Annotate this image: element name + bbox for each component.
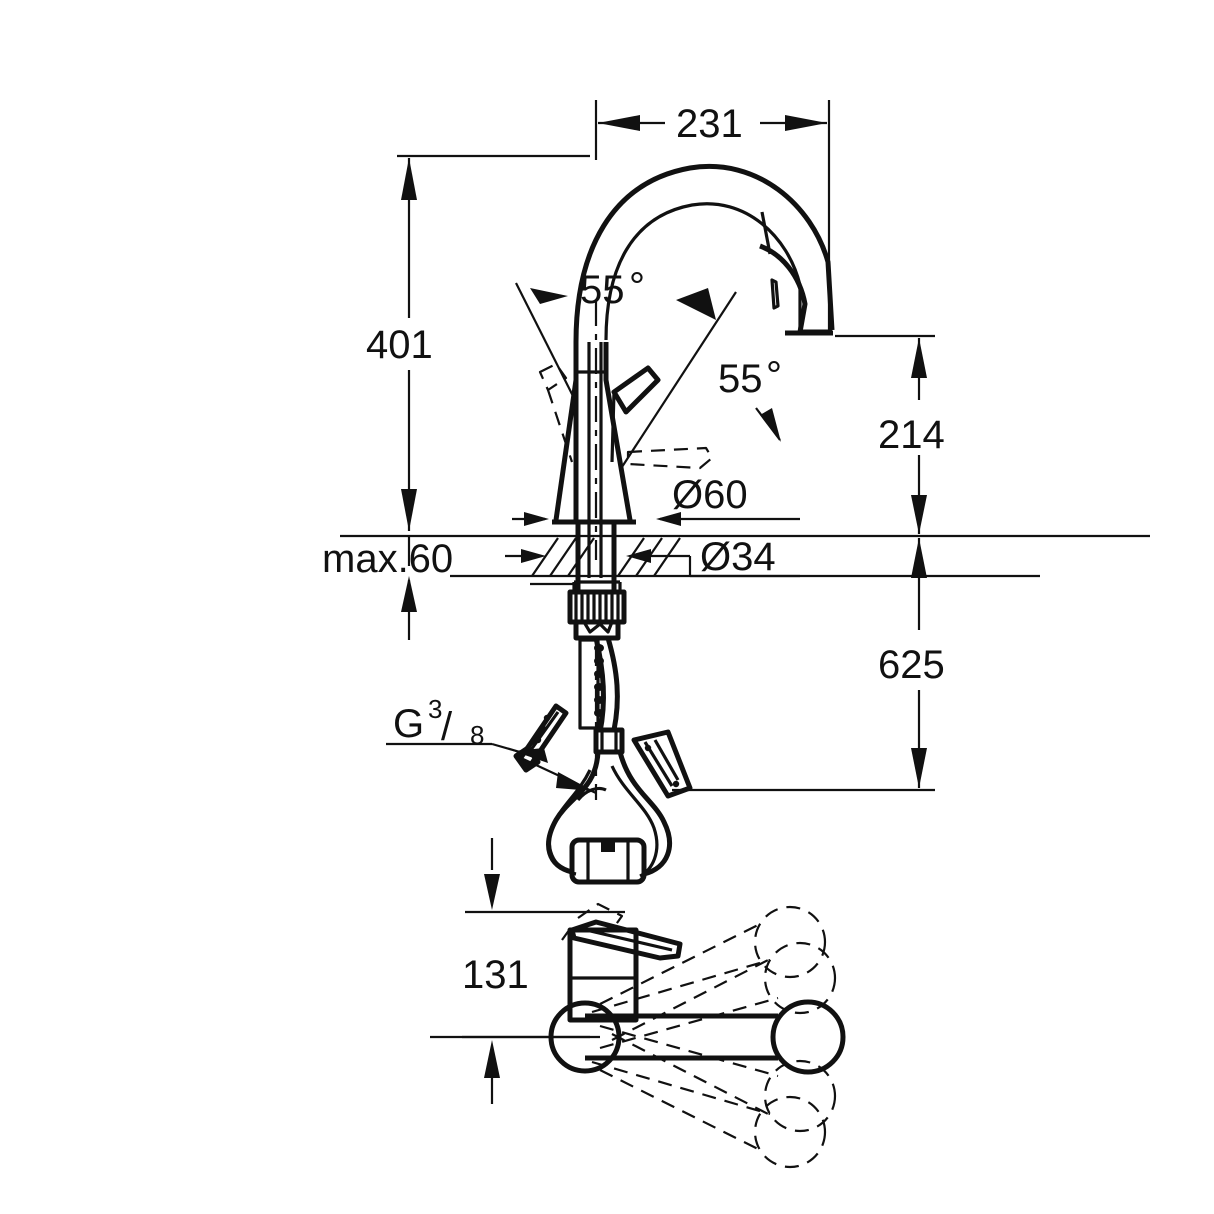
- nut-flange-detail: [582, 621, 614, 634]
- plan-lever-seam: [585, 928, 673, 952]
- hose-connector: [593, 727, 625, 755]
- dim-dia60-arrow-left: [524, 512, 549, 526]
- angle-right-leader: [619, 291, 737, 471]
- connector-hose-left: [517, 703, 569, 769]
- plan-lever-solid: [569, 919, 683, 961]
- plan-swivel-upper-max: [599, 905, 827, 1041]
- angle-right-arrow2: [760, 408, 781, 442]
- dim-131-arrow-up: [484, 1040, 500, 1078]
- dim-625-arrow-top: [911, 538, 927, 578]
- connector-hose-right: [631, 729, 693, 799]
- plan-sprayhead: [770, 999, 846, 1075]
- spout-inner-arc: [604, 202, 802, 341]
- g38-label-numerator: 3: [428, 694, 442, 724]
- fixing-nut-body: [567, 589, 627, 625]
- g38-label-slash: /: [441, 705, 453, 749]
- dimension-401-group: 401: [366, 154, 590, 531]
- spout-outer-arc: [573, 164, 835, 343]
- angle-left-degree-symbol: °: [629, 265, 645, 309]
- lever-handle-ghost-left: [538, 362, 568, 392]
- dim-dia60-label: Ø60: [672, 473, 748, 517]
- plan-view: 131: [430, 838, 846, 1169]
- column-right-taper: [603, 342, 633, 521]
- g38-label-denominator: 8: [470, 720, 484, 750]
- angle-left-label-value: 55: [580, 268, 625, 312]
- dim-401-label: 401: [366, 323, 433, 367]
- counterweight-notch: [601, 840, 615, 852]
- angle-55-left-group: 55 °: [515, 265, 645, 403]
- plan-swivel-lower: [591, 1024, 837, 1133]
- sprayhead-button: [770, 278, 780, 310]
- angle-right-degree-symbol: °: [766, 354, 782, 398]
- dimension-625-group: 625: [672, 538, 945, 792]
- dim-dia34-arrow-left: [521, 549, 546, 563]
- dim-231-arrow-right: [785, 115, 827, 131]
- dim-131-arrow-down: [484, 874, 500, 910]
- angle-left-arrow: [530, 288, 568, 304]
- angle-left-leader: [515, 282, 577, 403]
- dim-401-arrow-top: [401, 158, 417, 200]
- g38-arrow-left: [513, 748, 548, 763]
- dimension-max60-group: max.60: [322, 536, 453, 640]
- fixing-nut-knurl: [574, 594, 620, 620]
- sprayhead-seam-upper: [760, 211, 772, 255]
- hose-upper-right: [605, 637, 620, 731]
- hose-stop-chin: [576, 786, 607, 802]
- dim-dia60-arrow-right: [656, 512, 681, 526]
- dim-dia34-arrow-right: [626, 549, 651, 563]
- dim-625-label: 625: [878, 643, 945, 687]
- lever-ghost-stem-left: [546, 389, 574, 463]
- lever-handle-solid: [611, 365, 661, 415]
- g38-label-g: G: [393, 702, 424, 746]
- dim-214-arrow-top: [911, 338, 927, 378]
- dim-214-label: 214: [878, 413, 945, 457]
- g38-leader-diagonal: [491, 742, 521, 754]
- sprayhead-outline: [759, 243, 832, 335]
- hose-loop-right: [617, 751, 672, 877]
- dim-max60-label: max.60: [322, 537, 453, 581]
- dim-401-arrow-bottom: [401, 489, 417, 531]
- hose-upper-left: [593, 637, 606, 733]
- dim-max60-arrow-up: [401, 576, 417, 612]
- plan-swivel-lower-max: [599, 1033, 827, 1169]
- dimension-214-group: 214: [835, 334, 945, 534]
- angle-55-right-group: 55 °: [619, 288, 782, 471]
- dim-231-arrow-left: [598, 115, 640, 131]
- lever-handle-ghost-right: [626, 446, 714, 470]
- lever-stem: [610, 391, 616, 463]
- angle-right-arrow: [676, 288, 716, 320]
- g38-connection-group: G 3 / 8: [386, 694, 693, 799]
- plan-lever-ghost-hinge: [561, 925, 573, 941]
- dim-214-arrow-bottom: [911, 495, 927, 534]
- dimension-dia34-group: Ø34: [505, 535, 800, 579]
- column-left-taper: [553, 379, 579, 521]
- dimension-dia60-group: Ø60: [512, 473, 800, 526]
- plan-swivel-upper: [591, 941, 837, 1050]
- dim-dia34-label: Ø34: [700, 535, 776, 579]
- dim-625-arrow-bottom: [911, 748, 927, 788]
- dim-231-label: 231: [676, 102, 743, 146]
- plan-body-rect: [567, 927, 639, 1023]
- angle-right-label-value: 55: [718, 357, 763, 401]
- dimension-231-group: 231: [594, 100, 831, 335]
- g38-arrow-right: [556, 772, 593, 791]
- dim-131-label: 131: [462, 953, 529, 997]
- plan-lever-ghost: [577, 902, 624, 931]
- faucet-elevation: [530, 164, 835, 885]
- hose-loop-right-inner: [610, 765, 659, 878]
